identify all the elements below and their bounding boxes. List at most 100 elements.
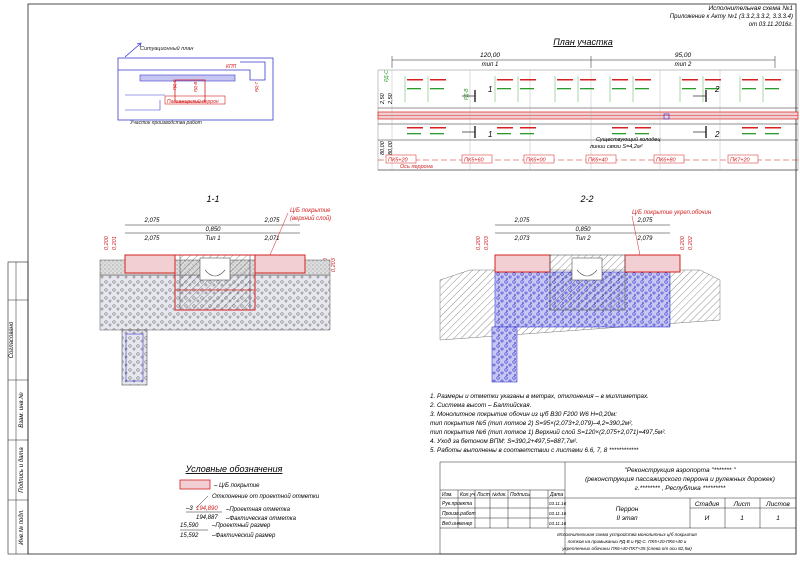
note-3a: тип покрытия №5 (тип лотков 2) S=95×(2,0… (430, 420, 633, 427)
stamp-agreed: Согласовано (9, 321, 15, 358)
sec2-dim-top-0: 2,075 (513, 218, 530, 224)
sec2-rv0: 0,200 (680, 235, 686, 250)
sit-plan-title: Ситуационный план (140, 45, 193, 52)
legend-fact-elev-label: –Фактическая отметка (225, 516, 297, 522)
north-arrow-icon (124, 43, 141, 58)
notes: 1. Размеры и отметки указаны в метрах, о… (429, 393, 666, 454)
svg-text:2: 2 (714, 130, 720, 139)
dim-type1: тип 1 (482, 62, 499, 68)
sec1-dim-bot-0: 2,075 (143, 236, 160, 242)
tb-h-3: №док. (492, 492, 507, 498)
note-3: 3. Монолитное покрытие обочин из ц/б В30… (430, 410, 617, 418)
sec1-dim-top-1: 0,850 (205, 227, 221, 233)
legend-deviation: Отклонение от проектной отметки (212, 493, 320, 500)
tb-sheets: 1 (776, 515, 780, 522)
tb-project-3: г.******** , Республика ********* (635, 484, 726, 492)
situational-plan: Ситуационный план КПП РД-С РД-В РД-7 Пас… (117, 42, 274, 126)
title-block (439, 461, 797, 555)
sit-kpp: КПП (226, 64, 237, 70)
sec1-dim-bot-1: Тип 1 (205, 236, 220, 242)
stamp-sign: Подпись и дата (19, 447, 25, 493)
pk-2: ПК6+00 (526, 158, 547, 164)
tb-h-5: Дата (549, 492, 563, 498)
tb-sheet-h: Лист (733, 501, 751, 508)
tb-date-2: 03.11.16 (549, 521, 567, 526)
note-1: 1. Размеры и отметки указаны в метрах, о… (430, 393, 649, 400)
tb-desc-1: Исполнительная схема устройства монолитн… (557, 531, 697, 537)
tb-sheets-h: Листов (765, 501, 790, 508)
svg-text:1: 1 (488, 85, 492, 94)
site-plan: План участка 120,00 тип 1 95,00 тип 2 (377, 37, 799, 171)
title-block-right: Перрон II этап Стадия Лист Листов И 1 1 (616, 500, 791, 522)
sec1-title: 1-1 (206, 194, 219, 204)
section-marker-1: 1 1 (462, 85, 492, 139)
tb-project-1: "Реконструкция аэропорта "******* " (624, 467, 736, 474)
tb-stage: И (705, 515, 710, 522)
dim-250a: 2,50 (380, 92, 386, 105)
sec2-dim-bot-1: Тип 2 (575, 236, 591, 242)
rd-label2: РД-С (384, 70, 390, 82)
legend: Условные обозначения – Ц/Б покрытие Откл… (179, 464, 320, 539)
rd-label: РД-В (464, 88, 470, 100)
sec1-rv1: 0,203 (331, 257, 337, 272)
note-3b: тип покрытия №6 (тип лотков 1) Верхний с… (430, 428, 666, 436)
sec2-dim-bot-2: 2,079 (636, 236, 653, 242)
sec2-rv1: 0,202 (688, 236, 694, 250)
tb-project-2: (реконструкция пассажирского перрона и р… (585, 475, 775, 483)
pk-1: ПК5+60 (464, 158, 485, 164)
well-icon (663, 113, 670, 120)
note-5: 5. Работы выполнены в соответствии с лис… (430, 446, 639, 454)
tb-role-1: Произв.работ (442, 511, 476, 517)
pk-0: ПК5+20 (388, 158, 409, 164)
sit-rd7: РД-7 (254, 82, 259, 92)
sec2-cover: Ц/Б покрытие укреп.обочин (632, 210, 712, 216)
legend-proj-size: 15,590 (180, 523, 199, 529)
sec2-lv0: 0,200 (476, 235, 482, 250)
tb-desc-2: лотков на примыкании РД-В и РД-С. ПК5+20… (567, 539, 687, 544)
legend-proj-elev-label: –Проектная отметка (225, 507, 291, 513)
title-block-text: "Реконструкция аэропорта "******* " (рек… (585, 467, 775, 492)
header-line1: Исполнительная схема №1 (708, 5, 793, 12)
sit-perron: Пассажирский перрон (167, 98, 219, 105)
sec2-dim-bot-0: 2,073 (513, 236, 530, 242)
legend-title: Условные обозначения (185, 464, 283, 474)
note-2: 2. Система высот – Балтийская. (429, 401, 531, 409)
legend-fact-size: 15,592 (180, 533, 199, 539)
sec1-dim-top-0: 2,075 (143, 218, 160, 224)
dim-250b: 2,50 (388, 92, 394, 105)
legend-proj-size-label: –Проектный размер (211, 522, 271, 529)
header-line3: от 03.11.2016г. (749, 22, 793, 28)
tb-h-2: Лист (476, 492, 490, 498)
title-block-desc: Исполнительная схема устройства монолитн… (557, 531, 697, 551)
well-label: Существующий колодец (596, 136, 661, 143)
legend-fact-elev: 194,887 (196, 515, 218, 521)
header-line2: Приложение к Акту №1 (3.3.2,3.3.2, 3.3.3… (670, 13, 793, 20)
note-4: 4. Уход за бетоном ВПМ: S=390,2+497,5=88… (430, 437, 578, 445)
section-1-1: 1-1 2,075 0,850 2,075 2,075 Тип 1 2,071 … (99, 194, 337, 386)
legend-fact-size-label: –Фактический размер (211, 532, 276, 539)
tb-sheet: 1 (740, 515, 744, 522)
site-plan-title: План участка (553, 37, 612, 47)
tb-date-0: 03.11.16 (549, 501, 567, 506)
axis-label: Ось перрона (400, 164, 433, 170)
dim-80b: 80,00 (388, 140, 394, 155)
tb-desc-3: укрепленных обочины ПК6+40-ПК7+35 (слева… (561, 546, 692, 551)
dim-80a: 80,00 (380, 140, 386, 155)
sec1-dim-bot-2: 2,071 (263, 236, 279, 242)
legend-dev-value: –3 (185, 506, 193, 512)
svg-text:2: 2 (714, 85, 720, 94)
legend-cover-swatch (179, 479, 211, 490)
dim-120: 120,00 (480, 52, 500, 59)
tb-date-1: 03.11.16 (549, 511, 567, 516)
sec2-lv1: 0,203 (484, 235, 490, 250)
sit-work: Участок производства работ (130, 120, 202, 126)
tb-h-4: Подпись (510, 492, 530, 498)
tb-object-sub: II этап (616, 515, 637, 522)
sec2-dim-top-2: 2,075 (636, 218, 653, 224)
sec1-cover: Ц/Б покрытие (290, 208, 331, 214)
tb-h-1: Кол.уч (460, 492, 475, 498)
sec1-lv1: 0,201 (112, 236, 118, 250)
stamp-orig: Инв.№ подл. (18, 509, 25, 545)
